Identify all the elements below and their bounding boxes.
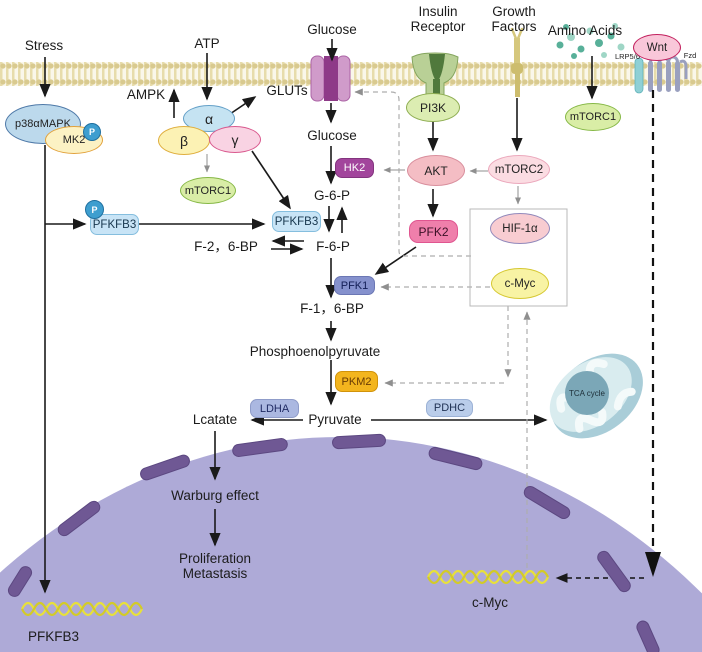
phospho-badge: P <box>83 123 101 141</box>
wnt-node: Wnt <box>633 34 681 61</box>
label-lrp56: LRP5/6 <box>614 52 640 61</box>
wnt-arrowhead <box>645 552 661 577</box>
insulin-receptor-shape <box>411 52 459 100</box>
label-insulin-receptor: Insulin Receptor <box>405 4 471 34</box>
tca-cycle-node: TCA cycle <box>565 371 609 415</box>
arrow-ampk-gluts <box>229 96 257 115</box>
label-ampk: AMPK <box>126 87 166 102</box>
label-glucose-in: Glucose <box>307 128 357 143</box>
label-pyruvate: Pyruvate <box>308 412 362 427</box>
label-factors: Factors <box>491 19 537 35</box>
label-growth: Growth <box>492 4 536 19</box>
arrow-pfk2-pfk1 <box>374 246 417 275</box>
fzd-receptor <box>648 55 688 92</box>
phospho-badge: P <box>85 200 104 219</box>
akt-node: AKT <box>407 155 465 186</box>
ldha-node: LDHA <box>250 399 299 418</box>
hif1a-node: HIF-1α <box>490 213 550 244</box>
growth-factor-receptor-shape <box>510 27 524 97</box>
label-atp: ATP <box>194 36 220 51</box>
label-glucose-out: Glucose <box>307 22 357 37</box>
pfkfb3-node: PFKFB3 <box>272 211 321 232</box>
cmyc-protein-node: c-Myc <box>491 268 549 299</box>
cell-membrane <box>0 62 702 86</box>
amino-acid-dots <box>556 23 625 59</box>
mtorc1-left-node: mTORC1 <box>180 177 236 204</box>
label-insulin: Insulin <box>418 4 458 19</box>
arrow-ampk-pfkfb3 <box>251 150 291 210</box>
pfk2-node: PFK2 <box>409 220 458 243</box>
hif-cmyc-box <box>469 208 568 307</box>
label-stress: Stress <box>24 38 64 53</box>
pdhc-node: PDHC <box>426 399 473 417</box>
p38amapk-node: p38αMAPK <box>5 104 81 144</box>
mtorc2-node: mTORC2 <box>488 155 550 184</box>
label-metastasis: Metastasis <box>182 566 248 581</box>
label-growth-factors: Growth Factors <box>483 4 545 34</box>
pkm2-node: PKM2 <box>335 371 378 392</box>
label-lactate: Lcatate <box>192 412 238 427</box>
dna-helix-pfkfb3 <box>21 601 143 617</box>
pfkfb3-phospho-node: PFKFB3 <box>90 214 139 235</box>
label-proliferation: Proliferation <box>178 551 252 566</box>
label-receptor: Receptor <box>410 19 466 35</box>
ampk-beta-node: β <box>158 126 210 155</box>
label-g6p: G-6-P <box>313 188 350 203</box>
label-pep: Phosphoenolpyruvate <box>249 344 381 359</box>
label-gluts: GLUTs <box>266 83 308 98</box>
mtorc1-right-node: mTORC1 <box>565 103 621 131</box>
label-cmyc-gene: c-Myc <box>472 595 508 610</box>
label-amino-acids: Amino Acids <box>547 23 623 38</box>
hk2-node: HK2 <box>335 158 374 178</box>
lrp56-receptor <box>634 57 644 94</box>
label-f16bp: F-1，6-BP <box>300 301 364 316</box>
dashed-hif-gluts <box>354 88 471 257</box>
label-f26bp: F-2，6-BP <box>194 239 258 254</box>
label-fzd: Fzd <box>683 51 697 60</box>
ampk-gamma-node: γ <box>209 126 261 153</box>
pi3k-node: PI3K <box>406 93 460 122</box>
pfk1-node: PFK1 <box>334 276 375 295</box>
label-f6p: F-6-P <box>316 239 350 254</box>
glut-transporter <box>310 55 351 102</box>
dna-helix-cmyc <box>427 569 549 585</box>
label-warburg: Warburg effect <box>171 488 259 503</box>
label-pfkfb3-gene: PFKFB3 <box>28 629 80 644</box>
